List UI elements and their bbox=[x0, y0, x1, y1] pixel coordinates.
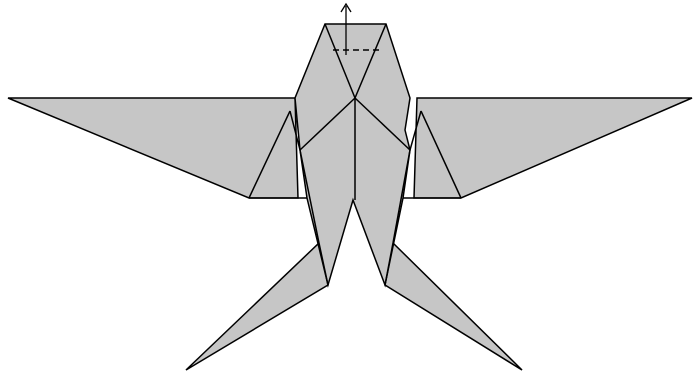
left-tail-prong bbox=[186, 243, 328, 370]
left-wing bbox=[8, 98, 298, 198]
right-wing bbox=[414, 98, 692, 198]
right-tail-prong bbox=[385, 243, 522, 370]
